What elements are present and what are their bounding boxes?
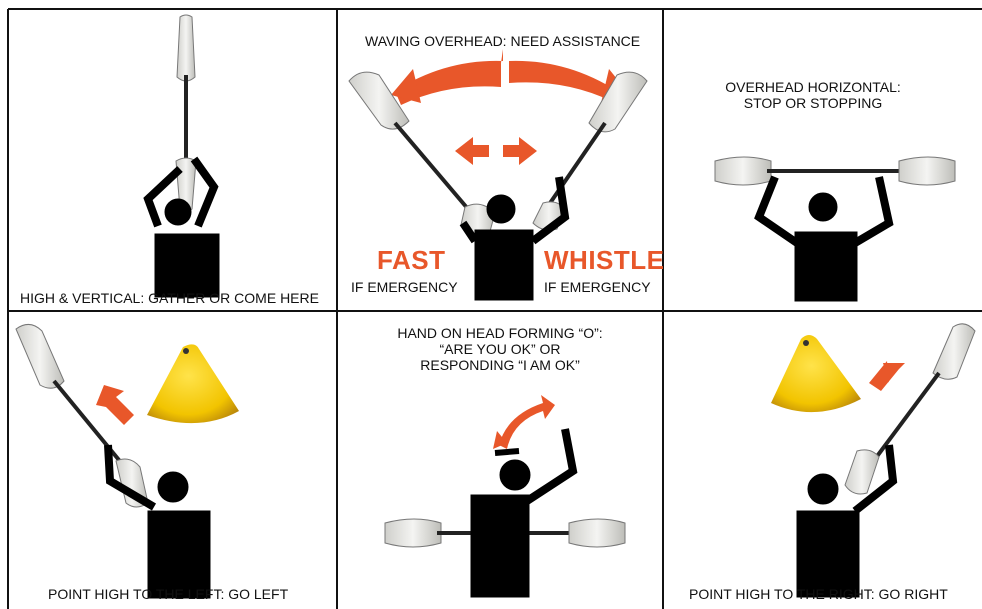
- left-figure: [15, 324, 239, 599]
- caption-stop-line2: STOP OR STOPPING: [743, 95, 883, 111]
- person-icon: [754, 175, 894, 302]
- paddle-icon: [844, 323, 976, 495]
- caption-ok-line1: HAND ON HEAD FORMING “O”:: [397, 325, 603, 341]
- caption-ok-line2: “ARE YOU OK” OR: [439, 341, 561, 357]
- fast-sub: IF EMERGENCY: [351, 279, 458, 295]
- caption-ok: HAND ON HEAD FORMING “O”: “ARE YOU OK” O…: [337, 325, 663, 373]
- arrow-icon: [493, 395, 555, 449]
- panel-assist: WAVING OVERHEAD: NEED ASSISTANCE: [337, 9, 665, 311]
- arrow-icon: [391, 49, 633, 165]
- person-icon: [470, 428, 578, 598]
- label-whistle: WHISTLE: [544, 245, 665, 275]
- caption-right: POINT HIGH TO THE RIGHT: GO RIGHT: [689, 586, 948, 602]
- arrow-icon: [96, 385, 134, 425]
- arrow-icon: [869, 361, 905, 391]
- whistle-sub: IF EMERGENCY: [544, 279, 651, 295]
- caption-stop: OVERHEAD HORIZONTAL: STOP OR STOPPING: [663, 79, 963, 111]
- panel-stop: OVERHEAD HORIZONTAL: STOP OR STOPPING: [663, 9, 982, 311]
- stop-figure: [714, 156, 956, 302]
- panel-gather: HIGH & VERTICAL: GATHER OR COME HERE: [8, 9, 337, 311]
- caption-left: POINT HIGH TO THE LEFT: GO LEFT: [48, 586, 289, 602]
- caption-stop-line1: OVERHEAD HORIZONTAL:: [725, 79, 901, 95]
- ok-figure: [384, 395, 626, 598]
- person-icon: [459, 176, 570, 301]
- panel-ok: HAND ON HEAD FORMING “O”: “ARE YOU OK” O…: [337, 311, 663, 609]
- buoy-icon: [771, 335, 861, 413]
- paddle-icon: [175, 14, 197, 212]
- paddle-icon: [714, 156, 956, 186]
- person-icon: [104, 444, 211, 599]
- caption-gather: HIGH & VERTICAL: GATHER OR COME HERE: [20, 290, 319, 306]
- caption-ok-line3: RESPONDING “I AM OK”: [420, 357, 580, 373]
- label-fast: FAST: [377, 245, 446, 275]
- caption-assist: WAVING OVERHEAD: NEED ASSISTANCE: [365, 33, 641, 49]
- person-icon: [796, 444, 898, 598]
- panel-right: POINT HIGH TO THE RIGHT: GO RIGHT: [663, 311, 982, 609]
- gather-figure: [143, 14, 220, 298]
- right-figure: [771, 323, 976, 598]
- assist-figure: [348, 49, 648, 301]
- panel-left: POINT HIGH TO THE LEFT: GO LEFT: [8, 311, 337, 609]
- buoy-icon: [147, 344, 239, 424]
- person-icon: [143, 156, 220, 298]
